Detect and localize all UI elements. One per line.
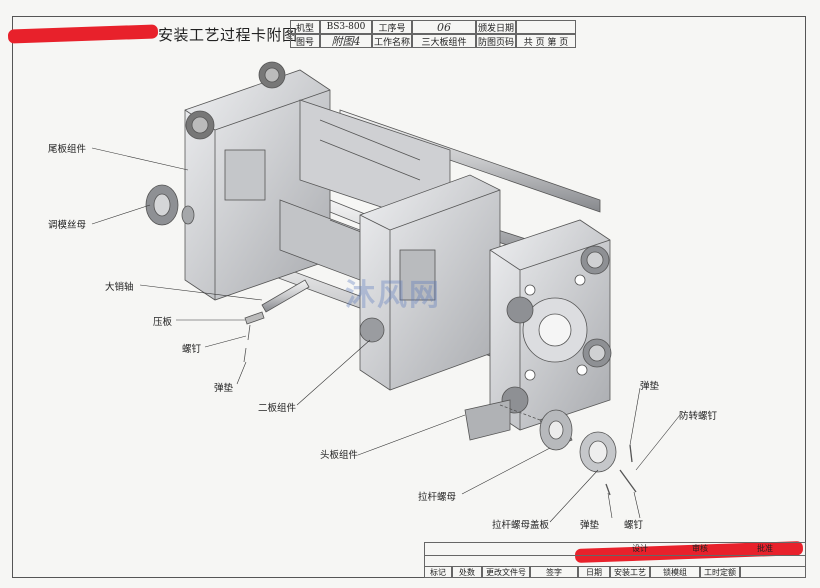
tb-install-dept: 安装工艺 (610, 566, 650, 578)
label-spring-washer-bottom: 弹垫 (580, 520, 600, 531)
big-pin-group (243, 279, 310, 363)
drawing-value: 附图4 (320, 34, 372, 48)
title-block-row-1 (424, 542, 806, 555)
exploded-right (499, 404, 637, 496)
head-plate (464, 219, 612, 441)
label-tail-plate: 尾板组件 (48, 144, 87, 155)
label-second-plate: 二板组件 (258, 403, 297, 414)
tb-group-name: 锁模组 (650, 566, 700, 578)
tb-sign: 签字 (530, 566, 578, 578)
sheet-border (12, 16, 806, 578)
process-name-value: 三大板组件 (412, 34, 476, 48)
title-block-row-2 (424, 555, 806, 566)
label-tie-rod-nut-cover: 拉杆螺母盖板 (492, 520, 550, 531)
label-screw-left: 螺钉 (182, 344, 202, 355)
label-spring-washer-left: 弹垫 (214, 383, 234, 394)
process-name-label: 工作名称 (372, 34, 412, 48)
pages-text: 共 页 第 页 (516, 34, 576, 48)
tb-blank (740, 566, 806, 578)
label-spring-washer-right: 弹垫 (640, 381, 660, 392)
date-value (516, 20, 576, 34)
label-adjust-nut: 调模丝母 (48, 220, 87, 231)
label-big-pin: 大销轴 (105, 282, 134, 293)
tb-date: 日期 (578, 566, 610, 578)
tb-mark: 标记 (424, 566, 452, 578)
model-value: BS3-800 (320, 20, 372, 34)
adjust-nut (145, 184, 195, 226)
tb-change-doc: 更改文件号 (482, 566, 530, 578)
tb-review: 审核 (692, 544, 708, 553)
label-tie-rod-nut: 拉杆螺母 (418, 492, 457, 503)
leader-lines (91, 147, 681, 523)
date-label: 颁发日期 (476, 20, 516, 34)
label-press-plate: 压板 (153, 317, 173, 328)
tb-work-time: 工时定额 (700, 566, 740, 578)
label-head-plate: 头板组件 (320, 450, 359, 461)
watermark: 沐风网 (345, 278, 441, 313)
page-title: 安装工艺过程卡附图 (158, 26, 298, 44)
tb-approve: 批准 (757, 544, 773, 553)
process-no-label: 工序号 (372, 20, 412, 34)
drawing-label: 图号 (290, 34, 320, 48)
model-label: 机型 (290, 20, 320, 34)
tb-design: 设计 (632, 544, 648, 553)
label-screw-bottom: 螺钉 (624, 520, 644, 531)
sheet-label: 防图页码 (476, 34, 516, 48)
tb-count: 处数 (452, 566, 482, 578)
label-anti-rotation-screw: 防转螺钉 (679, 411, 718, 422)
process-no-value: 06 (412, 20, 476, 34)
second-plate (359, 174, 501, 391)
